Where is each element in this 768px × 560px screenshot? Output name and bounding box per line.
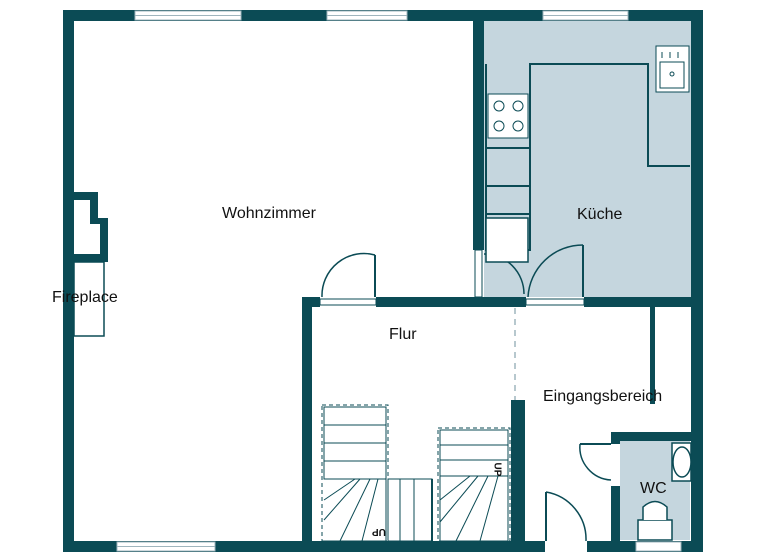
room-label-entrance: Eingangsbereich xyxy=(543,388,663,405)
wall-stair-core xyxy=(511,400,525,552)
staircase-left xyxy=(321,404,433,542)
stair-up-label-left: UP xyxy=(372,526,386,537)
door-wc-arc xyxy=(579,443,612,481)
door-living-arc xyxy=(321,252,376,298)
room-label-fireplace: Fireplace xyxy=(52,289,118,306)
wall-hall-top xyxy=(302,297,702,307)
wall-living-hall xyxy=(302,297,312,552)
room-label-living: Wohnzimmer xyxy=(222,205,316,222)
fireplace-hearth xyxy=(73,261,105,337)
stair-up-label-right: UP xyxy=(491,462,503,477)
wall-living-kitchen xyxy=(473,10,484,300)
kitchen-sink xyxy=(655,45,690,93)
door-entrance-arc xyxy=(545,491,587,542)
wc-toilet xyxy=(637,500,673,541)
room-label-hall: Flur xyxy=(389,326,417,343)
wall-bottom xyxy=(63,541,703,552)
room-label-kitchen: Küche xyxy=(577,206,623,223)
wall-entrance-partition xyxy=(650,307,655,404)
staircase-right xyxy=(431,427,511,542)
wall-wc-top xyxy=(611,432,703,441)
door-kitchen-arc xyxy=(527,244,584,298)
fireplace-opening xyxy=(74,200,100,254)
wall-wc-left xyxy=(611,432,620,552)
wall-right xyxy=(691,10,703,552)
wc-basin xyxy=(671,442,692,482)
wall-left xyxy=(63,10,74,552)
fridge xyxy=(485,217,529,263)
room-label-wc: WC xyxy=(640,480,667,497)
cooktop xyxy=(487,93,529,139)
window-bottom-2 xyxy=(635,541,682,552)
